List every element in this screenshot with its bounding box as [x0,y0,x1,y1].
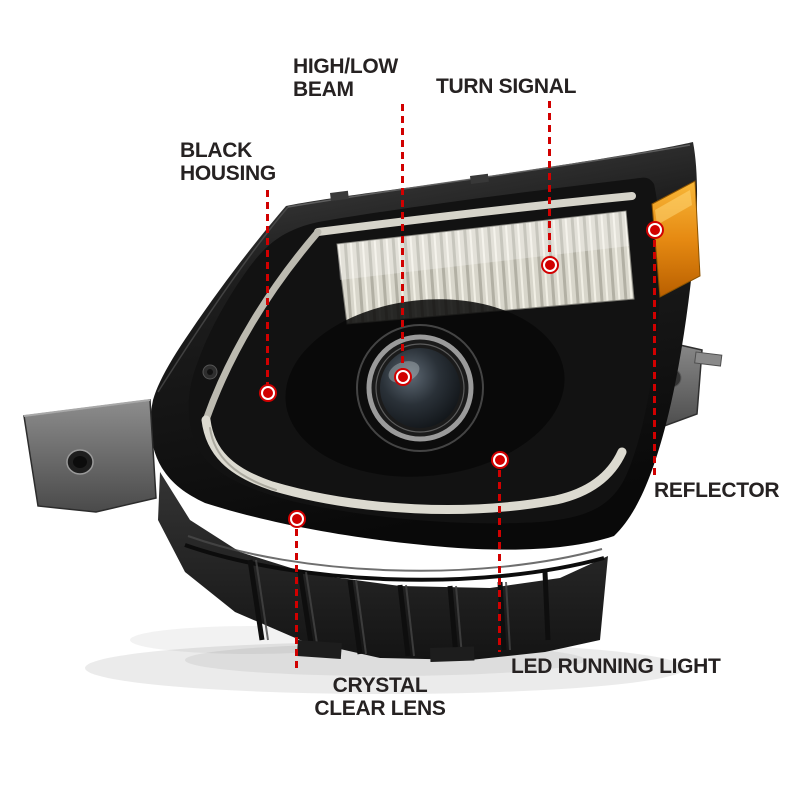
callout-label-line: LED RUNNING LIGHT [511,655,721,678]
callout-dot-black-housing [261,386,275,400]
callout-dot-turn-signal [543,258,557,272]
callout-label-high-low-beam: HIGH/LOW BEAM [293,55,398,101]
callout-label-turn-signal: TURN SIGNAL [436,75,577,98]
callout-label-line: TURN SIGNAL [436,75,577,98]
callout-label-line: BLACK [180,139,252,162]
callout-label-line: REFLECTOR [654,479,780,502]
callout-label-reflector: REFLECTOR [654,479,780,502]
callout-label-line: CLEAR LENS [314,697,446,721]
led-light-bar [201,192,636,514]
leader-line-high-low-beam [401,104,404,369]
callout-label-line: HOUSING [180,162,276,186]
callout-label-line: BEAM [293,78,354,102]
leader-line-turn-signal [548,101,551,257]
callout-label-line: HIGH/LOW [293,55,398,78]
callout-dot-crystal-clear-lens [290,512,304,526]
leader-line-reflector [653,240,656,476]
callout-label-led-running-light: LED RUNNING LIGHT [511,655,721,678]
callout-label-black-housing: BLACK HOUSING [180,139,276,185]
leader-line-black-housing [266,190,269,385]
leader-line-led-running-light [498,470,501,652]
callout-dot-led-running-light [493,453,507,467]
turn-signal-strip [336,210,635,325]
callout-dot-reflector [648,223,662,237]
projector-lens [285,299,565,477]
amber-reflector [651,180,701,298]
mounting-bracket [23,399,157,513]
leader-line-crystal-clear-lens [295,529,298,671]
callout-label-line: CRYSTAL [332,674,428,697]
callout-dot-high-low-beam [396,370,410,384]
mounting-base [158,472,608,662]
callout-label-crystal-clear-lens: CRYSTAL CLEAR LENS [310,674,450,720]
